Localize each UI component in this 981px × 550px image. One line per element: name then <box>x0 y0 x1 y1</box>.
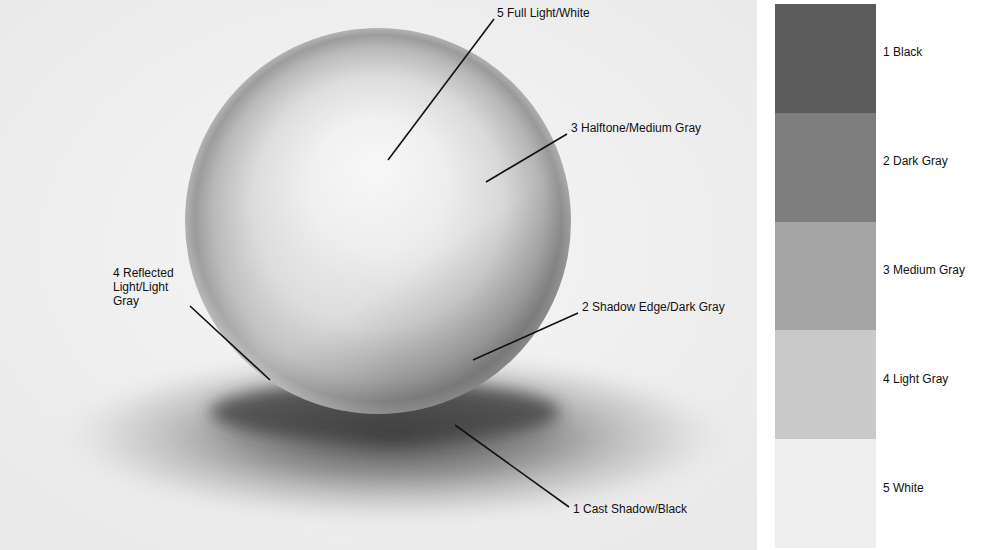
callout-label: 2 Shadow Edge/Dark Gray <box>582 300 725 314</box>
callout-label: 4 Reflected Light/Light Gray <box>113 266 185 308</box>
value-swatch <box>775 222 876 331</box>
sphere <box>185 28 571 414</box>
legend-label: 4 Light Gray <box>883 372 948 386</box>
legend-label: 5 White <box>883 481 924 495</box>
sphere-reflected-light <box>185 28 571 414</box>
leader-line <box>388 19 494 160</box>
leader-line <box>190 306 270 380</box>
legend-label: 2 Dark Gray <box>883 154 948 168</box>
leader-line <box>473 313 578 360</box>
leader-line <box>455 425 569 507</box>
sphere-core-shadow <box>185 28 571 414</box>
callout-label: 3 Halftone/Medium Gray <box>571 121 701 135</box>
value-swatch <box>775 4 876 113</box>
value-swatch <box>775 113 876 222</box>
callout-label: 5 Full Light/White <box>497 6 590 20</box>
callout-label: 1 Cast Shadow/Black <box>573 502 687 516</box>
legend-label: 3 Medium Gray <box>883 263 965 277</box>
legend-label: 1 Black <box>883 45 922 59</box>
leader-line <box>486 134 567 182</box>
value-swatch <box>775 330 876 439</box>
value-swatch <box>775 439 876 548</box>
paper-ground <box>0 0 757 550</box>
leader-lines <box>190 19 578 507</box>
